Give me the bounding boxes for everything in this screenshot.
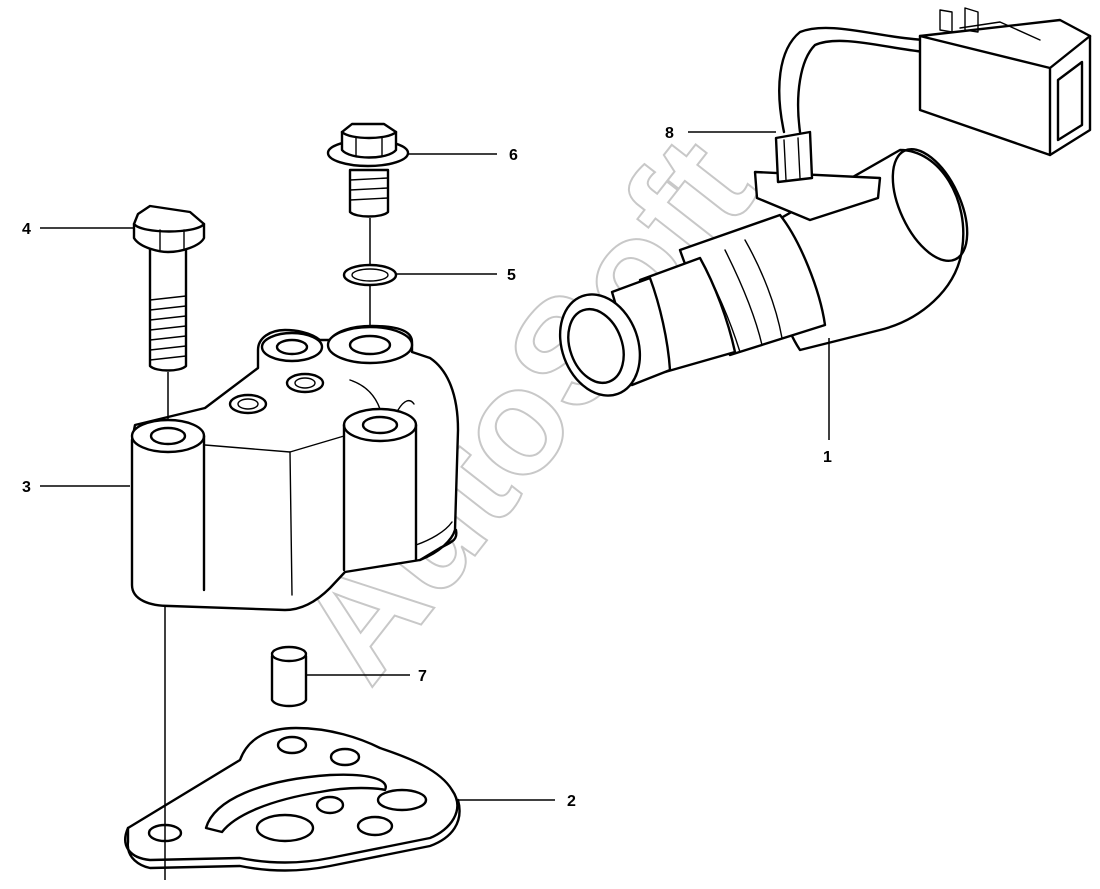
callout-5: 5 bbox=[507, 267, 516, 284]
solenoid-body bbox=[130, 324, 460, 612]
callout-3: 3 bbox=[22, 479, 31, 496]
callout-1: 1 bbox=[823, 449, 832, 466]
hex-bolt bbox=[132, 204, 206, 372]
assembly-axis-lines bbox=[164, 218, 371, 880]
callout-leaders bbox=[40, 131, 830, 801]
callout-2: 2 bbox=[567, 793, 576, 810]
callout-4: 4 bbox=[22, 221, 31, 238]
washer bbox=[342, 263, 398, 287]
callout-labels: 1 2 3 4 5 6 7 8 bbox=[22, 125, 832, 810]
flange-bolt bbox=[326, 122, 410, 218]
callout-7: 7 bbox=[418, 668, 427, 685]
dowel-pin bbox=[270, 645, 308, 708]
callout-6: 6 bbox=[509, 147, 518, 164]
gasket-plate bbox=[124, 726, 461, 872]
callout-8: 8 bbox=[665, 125, 674, 142]
solenoid-valve bbox=[558, 7, 1092, 397]
